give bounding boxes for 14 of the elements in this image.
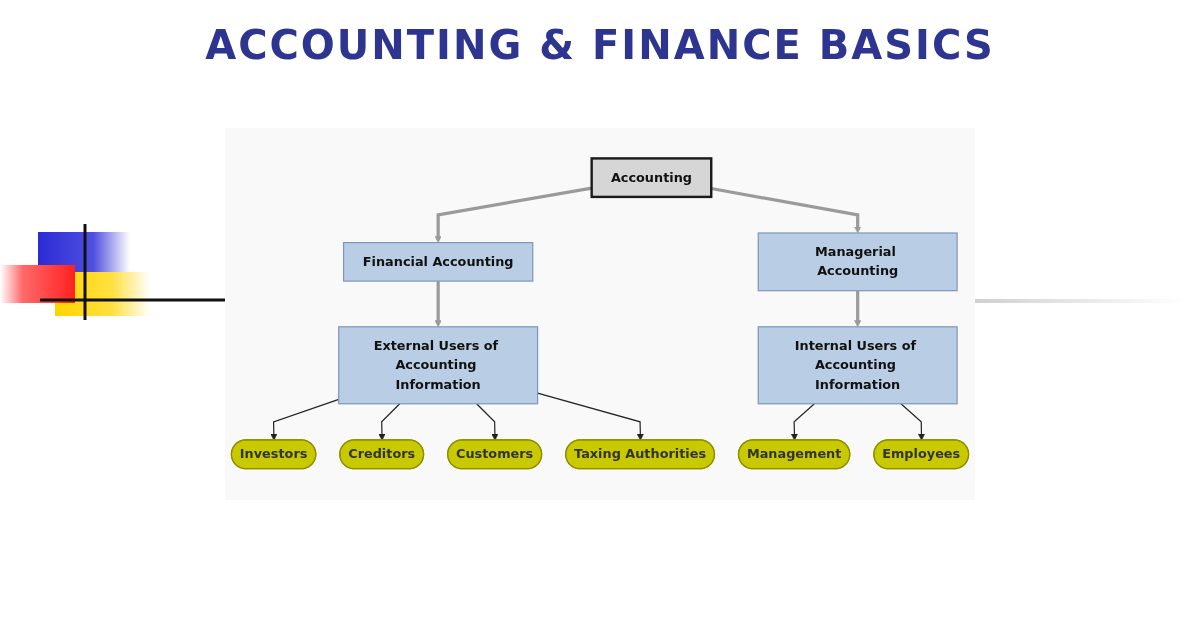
arrow [537, 392, 644, 441]
node-box: Financial Accounting [342, 242, 534, 283]
arrow [434, 186, 592, 244]
arrow [854, 291, 862, 328]
arrow [790, 403, 815, 441]
arrow [476, 403, 499, 441]
node-box: Internal Users of Accounting Information [757, 326, 958, 405]
slide-title: ACCOUNTING & FINANCE BASICS [205, 22, 995, 68]
node-box: Accounting [590, 157, 713, 199]
arrow [434, 281, 442, 328]
node-box: Managerial Accounting [757, 232, 958, 292]
arrow [378, 403, 401, 441]
node-box: External Users of Accounting Information [338, 326, 539, 405]
arrow [900, 403, 925, 441]
